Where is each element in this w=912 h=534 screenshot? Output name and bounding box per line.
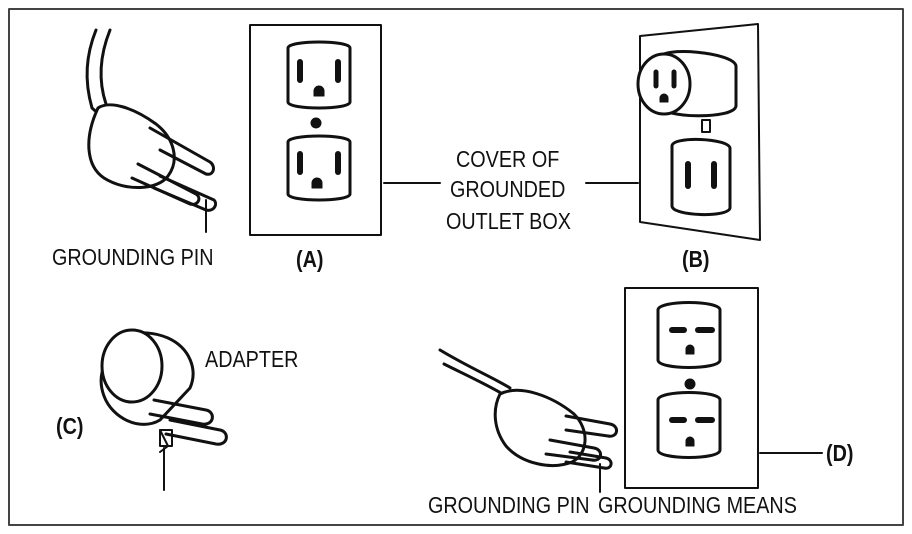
duplex-grounded-outlet-a <box>249 24 382 236</box>
label-a: (A) <box>296 246 324 272</box>
label-d: (D) <box>826 440 854 466</box>
duplex-grounded-outlet-d <box>624 287 759 489</box>
grounding-means-label: GROUNDING MEANS <box>598 492 797 518</box>
cover-label-line3: OUTLET BOX <box>446 208 571 234</box>
diagram-frame <box>8 8 904 526</box>
cover-label-line1: COVER OF <box>456 146 560 172</box>
label-c: (C) <box>56 413 84 439</box>
adapter-plug-c <box>99 328 228 491</box>
adapter-label: ADAPTER <box>205 346 299 372</box>
outlet-cover-with-adapter-b <box>636 23 761 241</box>
three-prong-plug-bottom <box>438 348 618 493</box>
grounding-pin-label-bottom: GROUNDING PIN <box>428 492 590 518</box>
cover-label-line2: GROUNDED <box>450 176 566 202</box>
three-prong-plug-top <box>85 28 218 233</box>
grounding-pin-label-top: GROUNDING PIN <box>52 244 214 270</box>
label-b: (B) <box>682 246 710 272</box>
